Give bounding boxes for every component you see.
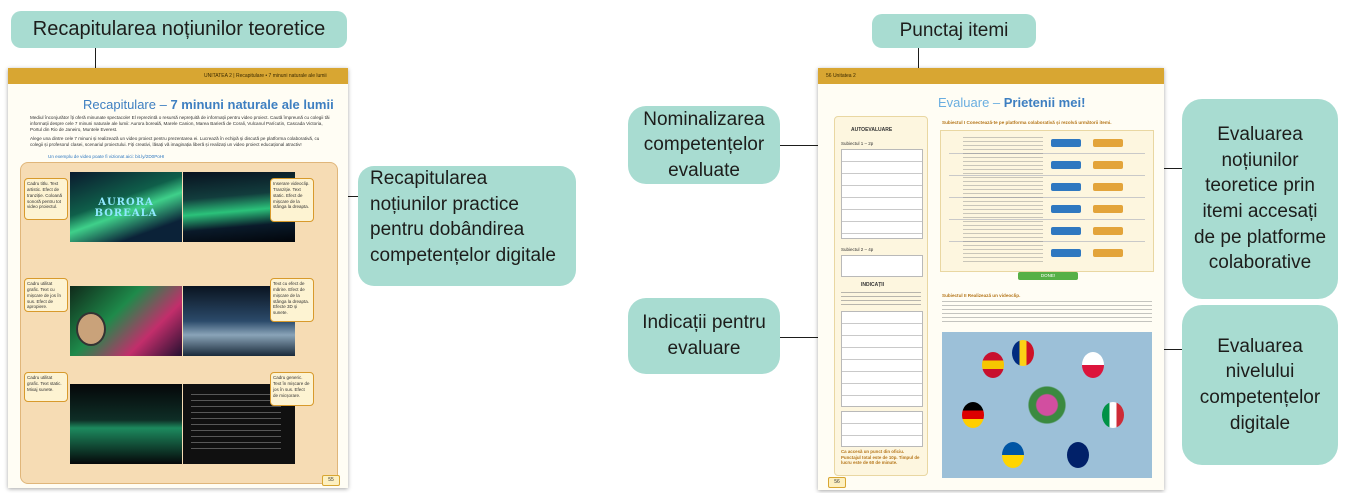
platform-items-panel bbox=[940, 130, 1154, 272]
score-table-1 bbox=[841, 149, 923, 239]
flag-egg bbox=[1082, 352, 1104, 378]
task-paragraph: Alege una dintre cele 7 minuni și realiz… bbox=[30, 136, 320, 147]
item-row bbox=[949, 153, 1145, 154]
storyboard-note-4: Text cu efect de mărire. Efect de mișcar… bbox=[270, 278, 314, 322]
page-title: Evaluare – Prietenii mei! bbox=[938, 95, 1086, 110]
flag-egg bbox=[1067, 442, 1089, 468]
flag-egg bbox=[982, 352, 1004, 378]
label-line: pentru dobândirea bbox=[370, 219, 525, 241]
label-line: competențelor digitale bbox=[370, 244, 556, 266]
label-line: Recapitularea bbox=[370, 168, 488, 189]
self-evaluation-title: AUTOEVALUARE bbox=[851, 127, 893, 133]
label-line: competențelor bbox=[1199, 387, 1321, 408]
page-title: Recapitulare – 7 minuni naturale ale lum… bbox=[83, 97, 334, 112]
item-row bbox=[949, 241, 1145, 242]
item-action-button[interactable] bbox=[1051, 161, 1081, 169]
storyboard-note-1: Cadru titlu. Text artistic. Efect de tra… bbox=[24, 178, 68, 220]
label-line: de pe platforme bbox=[1193, 226, 1327, 248]
item-action-button[interactable] bbox=[1051, 227, 1081, 235]
item-row bbox=[949, 197, 1145, 198]
page-number-badge: 56 bbox=[828, 477, 846, 488]
portrait-circle bbox=[76, 312, 106, 346]
flag-egg bbox=[1002, 442, 1024, 468]
credits-lines bbox=[191, 394, 281, 454]
label-line: evaluate bbox=[668, 159, 740, 181]
storyboard-note-2: Inserare videoclip. Tranziție. Text stat… bbox=[270, 178, 314, 222]
page-number-badge: 55 bbox=[322, 475, 340, 486]
label-digital-competences: Evaluarea nivelului competențelor digita… bbox=[1182, 305, 1338, 465]
label-practical-recap: Recapitularea noțiunilor practice pentru… bbox=[358, 166, 576, 286]
item-row bbox=[949, 175, 1145, 176]
label-line: Indicații pentru bbox=[642, 312, 766, 334]
label-line: competențelor bbox=[643, 134, 765, 156]
label-line: digitale bbox=[1229, 412, 1291, 434]
label-line: Evaluarea bbox=[1217, 335, 1303, 357]
aurora-title-image: AURORA BOREALA bbox=[70, 172, 182, 242]
item-action-button[interactable] bbox=[1093, 227, 1123, 235]
label-evaluation-instructions: Indicații pentru evaluare bbox=[628, 298, 780, 374]
friends-collage-image bbox=[942, 332, 1152, 478]
self-evaluation-column: AUTOEVALUARE Subiectul 1 – 2p Subiectul … bbox=[834, 116, 928, 476]
storyboard-note-5: Cadru utilitat grafic. Text static. Mixa… bbox=[24, 372, 68, 402]
video-link[interactable]: Un exemplu de video poate fi vizionat ai… bbox=[48, 154, 165, 159]
label-line: Evaluarea bbox=[1217, 124, 1303, 146]
page-header-band bbox=[8, 68, 348, 84]
subject-1-heading: Subiectul I Conectează-te pe platforma c… bbox=[942, 120, 1112, 125]
flag-egg bbox=[1102, 402, 1124, 428]
score-table-4 bbox=[841, 411, 923, 447]
right-textbook-page: 56 Unitatea 2 Evaluare – Prietenii mei! … bbox=[818, 68, 1164, 490]
label-line: nivelului bbox=[1225, 361, 1295, 383]
page-header-band bbox=[818, 68, 1164, 84]
subject-1-score: Subiectul 1 – 2p bbox=[841, 141, 874, 146]
item-action-button[interactable] bbox=[1051, 249, 1081, 257]
item-action-button[interactable] bbox=[1093, 249, 1123, 257]
page-header-text: 56 Unitatea 2 bbox=[826, 73, 856, 79]
subject-2-score: Subiectul 2 – 4p bbox=[841, 247, 874, 252]
aurora-graphic-image bbox=[70, 286, 182, 356]
label-line: itemi accesați bbox=[1202, 201, 1318, 222]
label-line: noțiunilor bbox=[1221, 149, 1299, 171]
label-line: evaluare bbox=[667, 338, 741, 359]
item-action-button[interactable] bbox=[1093, 139, 1123, 147]
aurora-title-text: AURORA BOREALA bbox=[94, 197, 158, 219]
connector-line bbox=[780, 337, 842, 338]
label-platform-items: Evaluarea noțiunilor teoretice prin item… bbox=[1182, 99, 1338, 299]
label-line: teoretice prin bbox=[1205, 175, 1315, 197]
instructions-text bbox=[841, 292, 921, 306]
flag-egg bbox=[1012, 340, 1034, 366]
credits-image bbox=[183, 384, 295, 464]
subject-2-text bbox=[942, 301, 1152, 325]
item-action-button[interactable] bbox=[1093, 161, 1123, 169]
item-text-block bbox=[963, 137, 1043, 263]
label-item-scores: Punctaj itemi bbox=[872, 14, 1036, 48]
storyboard-note-3: Cadru utilitat grafic. Text cu mișcare d… bbox=[24, 278, 68, 312]
intro-paragraph: Mediul înconjurător îți oferă minunate s… bbox=[30, 115, 330, 132]
item-action-button[interactable] bbox=[1093, 205, 1123, 213]
label-line: noțiunilor practice bbox=[370, 193, 519, 215]
label-line: Nominalizarea bbox=[643, 108, 765, 130]
item-action-button[interactable] bbox=[1093, 183, 1123, 191]
scoring-note: Ca accesă un punct din oficiu. Punctajul… bbox=[841, 449, 920, 466]
label-theoretical-recap: Recapitularea noțiunilor teoretice bbox=[11, 11, 347, 48]
item-action-button[interactable] bbox=[1051, 205, 1081, 213]
item-row bbox=[949, 219, 1145, 220]
aurora-sound-image bbox=[70, 384, 182, 464]
connector-line bbox=[780, 145, 842, 146]
connector-line bbox=[337, 196, 359, 197]
subject-2-heading: Subiectul II Realizează un videoclip. bbox=[942, 293, 1021, 298]
left-textbook-page: UNITATEA 2 | Recapitulare • 7 minuni nat… bbox=[8, 68, 348, 488]
label-competences: Nominalizarea competențelor evaluate bbox=[628, 106, 780, 184]
instructions-title: INDICAȚII bbox=[861, 282, 885, 288]
done-button[interactable]: DONE! bbox=[1018, 272, 1078, 280]
storyboard-note-6: Cadru generic. Text în mișcare de jos în… bbox=[270, 372, 314, 406]
flag-egg bbox=[962, 402, 984, 428]
score-table-3 bbox=[841, 311, 923, 407]
score-table-2 bbox=[841, 255, 923, 277]
item-action-button[interactable] bbox=[1051, 183, 1081, 191]
page-header-text: UNITATEA 2 | Recapitulare • 7 minuni nat… bbox=[204, 73, 327, 79]
label-line: colaborative bbox=[1208, 252, 1312, 274]
item-action-button[interactable] bbox=[1051, 139, 1081, 147]
